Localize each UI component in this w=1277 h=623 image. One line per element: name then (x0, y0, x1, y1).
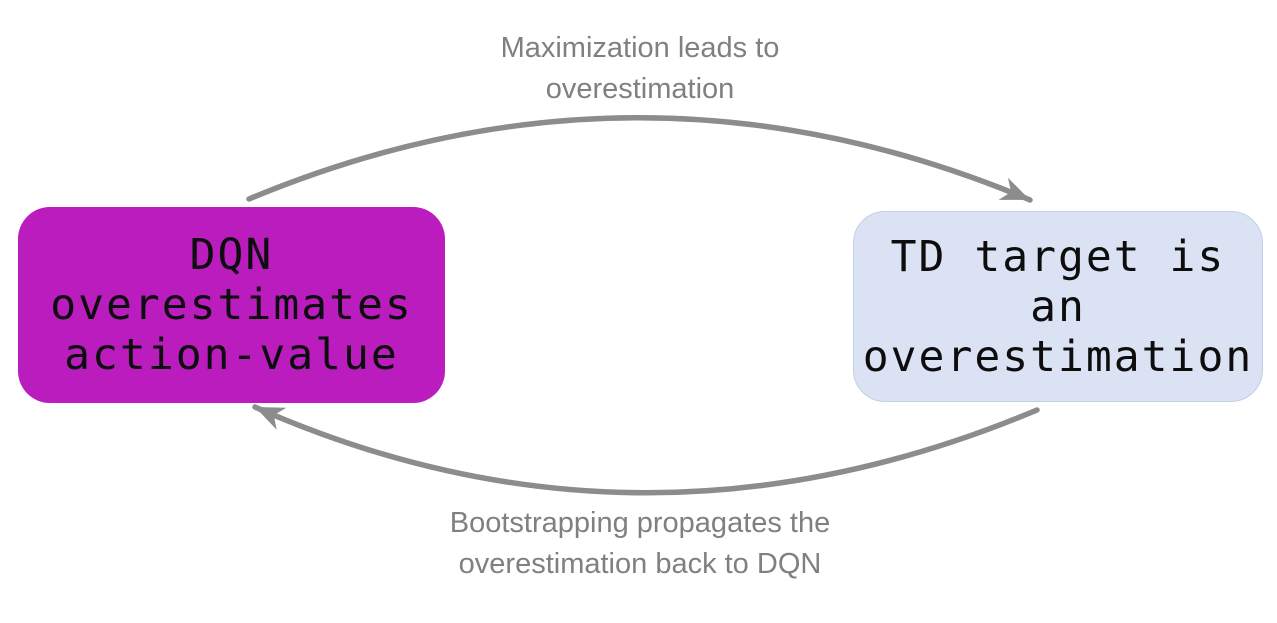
node-text-line: action-value (64, 330, 399, 380)
top-arc-arrow (246, 115, 1033, 203)
edge-label-line: overestimation back to DQN (458, 548, 822, 580)
node-text-line: TD target is (890, 231, 1226, 282)
node-text-line: overestimates (50, 280, 413, 330)
edge-label-line: Bootstrapping propagates the (449, 507, 831, 539)
edge-label-line: Maximization leads to (500, 32, 780, 64)
node-text-line: an (1030, 281, 1086, 332)
node-text-line: overestimation (862, 331, 1254, 382)
node-dqn-overestimates: DQN overestimates action-value (18, 207, 445, 403)
edge-label-bootstrapping: Bootstrapping propagates the overestimat… (330, 503, 950, 585)
bottom-arc-arrow (252, 404, 1040, 496)
edge-label-line: overestimation (545, 73, 735, 105)
node-text-line: DQN (189, 230, 274, 280)
node-td-target: TD target is an overestimation (853, 211, 1263, 402)
edge-label-maximization: Maximization leads to overestimation (330, 28, 950, 110)
